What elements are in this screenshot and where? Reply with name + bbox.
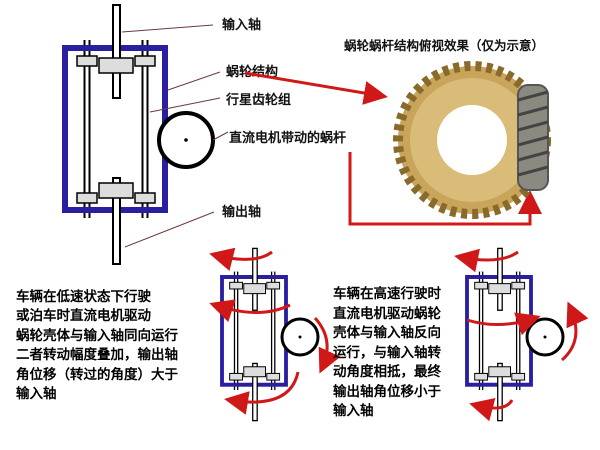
top-view-title: 蜗轮蜗杆结构俯视效果（仅为示意） [344, 38, 544, 53]
svg-text:动角度相抵，最终: 动角度相抵，最终 [333, 363, 441, 380]
pointer-line [348, 152, 542, 226]
low-speed-text: 车辆在低速状态下行驶 或泊车时直流电机驱动 蜗轮壳体与输入轴同向运行 二者转动幅… [16, 288, 178, 402]
svg-text:或泊车时直流电机驱动: 或泊车时直流电机驱动 [16, 307, 151, 324]
low-speed-mechanism [209, 248, 341, 420]
svg-text:输入轴: 输入轴 [16, 385, 57, 402]
pointer-arrow [244, 71, 388, 105]
main-mechanism [65, 5, 215, 264]
svg-text:壳体与输入轴反向: 壳体与输入轴反向 [332, 324, 441, 341]
label-input-shaft: 输入轴 [222, 17, 261, 33]
svg-text:车辆在低速状态下行驶: 车辆在低速状态下行驶 [16, 288, 151, 305]
svg-text:蜗轮壳体与输入轴同向运行: 蜗轮壳体与输入轴同向运行 [16, 327, 178, 344]
svg-text:车辆在高速行驶时: 车辆在高速行驶时 [333, 285, 441, 302]
worm-gear-image [393, 61, 551, 219]
leader-lines [121, 24, 229, 248]
high-speed-text: 车辆在高速行驶时 直流电机驱动蜗轮 壳体与输入轴反向 运行，与输入轴转 动角度相… [332, 285, 441, 419]
svg-text:角位移（转过的角度）大于: 角位移（转过的角度）大于 [16, 366, 178, 383]
label-dc-motor-worm: 直流电机带动的蜗杆 [229, 130, 346, 146]
svg-text:运行，与输入轴转: 运行，与输入轴转 [333, 344, 441, 361]
svg-text:二者转动幅度叠加，输出轴: 二者转动幅度叠加，输出轴 [16, 346, 178, 363]
label-output-shaft: 输出轴 [222, 204, 261, 220]
svg-text:输出轴角位移小于: 输出轴角位移小于 [333, 383, 441, 400]
svg-text:输入轴: 输入轴 [333, 402, 374, 419]
high-speed-mechanism [454, 248, 589, 420]
svg-text:直流电机驱动蜗轮: 直流电机驱动蜗轮 [333, 305, 441, 322]
label-planetary-gear-set: 行星齿轮组 [225, 92, 291, 108]
